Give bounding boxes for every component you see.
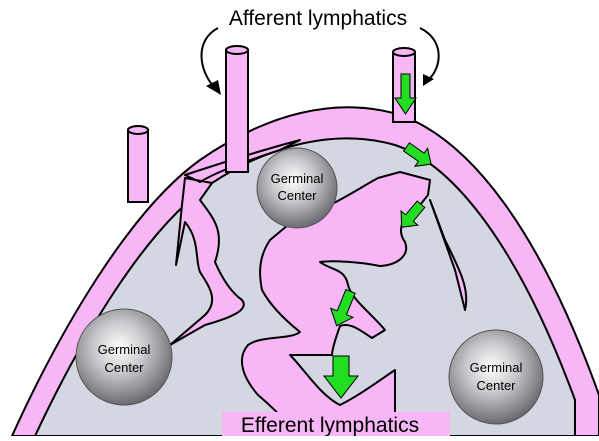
germinal-center-top: Germinal Center xyxy=(257,148,337,228)
pointer-arrow-left xyxy=(202,28,222,95)
germinal-center-left: Germinal Center xyxy=(76,309,172,405)
germinal-center-left-line1: Germinal xyxy=(98,342,151,357)
afferent-vessel-middle xyxy=(226,46,248,172)
pointer-arrow-right xyxy=(420,28,439,86)
germinal-center-right: Germinal Center xyxy=(449,330,543,424)
efferent-label: Efferent lymphatics xyxy=(241,414,419,436)
germinal-center-right-line1: Germinal xyxy=(470,360,523,375)
germinal-center-right-line2: Center xyxy=(476,378,516,393)
afferent-label: Afferent lymphatics xyxy=(229,7,407,30)
germinal-center-top-line2: Center xyxy=(277,188,317,203)
germinal-center-left-line2: Center xyxy=(104,360,144,375)
afferent-vessel-left xyxy=(128,126,148,202)
germinal-center-top-line1: Germinal xyxy=(271,171,324,186)
